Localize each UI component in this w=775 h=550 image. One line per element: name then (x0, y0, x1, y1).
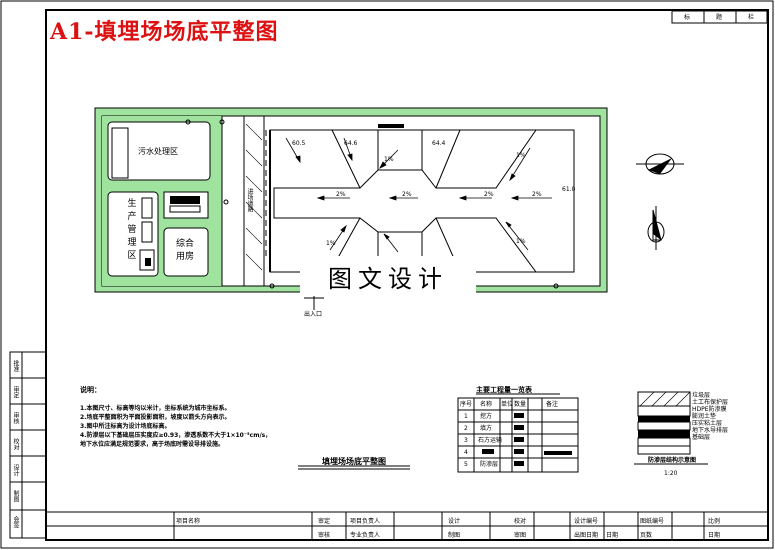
left-strip-label: 审核 (12, 412, 19, 424)
section-layer-labels: 垃圾层 土工布保护层 HDPE防渗膜 膨润土垫 压实粘土层 地下水导排层 基础层 (692, 392, 729, 441)
title-block-cell: 日期 (606, 532, 619, 539)
note-line: 地下水位应满足规范要求，高于场底时需设导排设施。 (80, 441, 225, 448)
title-block-cell: 页数 (640, 532, 653, 539)
sewage-zone-label: 污水处理区 (138, 147, 178, 156)
title-block-cell: 制图 (448, 532, 461, 539)
left-signature-strip (9, 351, 47, 539)
slope-label: 1% (516, 238, 526, 245)
slope-label: 2% (532, 191, 542, 198)
table-cell: 2 (464, 425, 468, 432)
title-block-cell: 审核 (318, 532, 331, 539)
production-zone-label: 生产管理区 (127, 199, 137, 261)
title-block-cell: 图纸编号 (640, 518, 665, 525)
title-block-cell: 项目负责人 (350, 518, 381, 525)
table-header: 单位 (501, 401, 514, 408)
elevation-label: 64.6 (344, 140, 358, 147)
table-cell: 1 (464, 413, 468, 420)
table-cell: 5 (464, 461, 468, 468)
section-detail (634, 391, 708, 465)
left-strip-label: 审定 (12, 386, 19, 398)
table-header: 序号 (460, 401, 473, 408)
title-block-cell: 设计编号 (574, 518, 599, 525)
left-strip-label: 校对 (12, 438, 19, 450)
elevation-label: 61.0 (562, 186, 576, 193)
elevation-label: 60.5 (292, 140, 306, 147)
title-block-cell: 专业负责人 (350, 532, 381, 539)
road-label: 进场道路 (246, 188, 253, 212)
title-block-cell: 出图日期 (574, 532, 599, 539)
drawing-title: 填埋场场底平整图 (322, 457, 386, 466)
note-line: 3.图中所注标高为设计场底标高。 (80, 423, 171, 430)
page-title: A1-填埋场场底平整图 (50, 19, 279, 45)
title-block-cell: 校对 (514, 518, 527, 525)
north-arrow-icon (636, 153, 684, 250)
section-scale: 1:20 (664, 470, 678, 477)
table-cell: 挖方 (480, 413, 493, 420)
note-line: 4.防渗层以下基础层压实度应≥0.93，渗透系数不大于1×10⁻⁵cm/s， (80, 432, 272, 439)
table-cell: 石方运输 (478, 437, 503, 444)
inner-frame (45, 9, 769, 541)
slope-label: 2% (336, 191, 346, 198)
quantity-table-title: 主要工程量一览表 (476, 386, 532, 394)
table-header: 数量 (514, 401, 527, 408)
title-block-cell: 审定 (318, 518, 331, 525)
complex-building-label: 综合用房 (176, 239, 195, 262)
section-caption: 防渗层结构示意图 (648, 457, 697, 464)
table-cell: 填方 (480, 425, 493, 432)
title-block (46, 511, 768, 540)
top-right-box (671, 10, 768, 24)
title-block-cell: 审图 (514, 532, 527, 539)
top-right-cell: 栏 (748, 14, 755, 21)
slope-label: 1% (326, 240, 336, 247)
title-block-cell: 比例 (708, 518, 721, 525)
table-header: 名称 (480, 401, 493, 408)
gate-label: 出入口 (304, 311, 323, 318)
elevation-label: 64.4 (432, 140, 446, 147)
title-block-cell: 日期 (708, 532, 721, 539)
left-strip-label: 会签 (12, 516, 19, 528)
slope-label: 2% (402, 191, 412, 198)
quantity-table (457, 393, 579, 473)
table-header: 备注 (546, 401, 559, 408)
slope-label: 1% (516, 152, 526, 159)
table-cell: 3 (464, 437, 468, 444)
watermark: 图文设计 (300, 256, 476, 296)
left-strip-label: 制图 (12, 490, 19, 502)
top-right-cell: 题 (716, 14, 723, 21)
title-block-cell: 设计 (448, 518, 461, 525)
note-line: 2.场底平整面积为平面投影面积，坡度以箭头方向表示。 (80, 414, 231, 421)
table-cell: 防渗层 (480, 461, 499, 468)
slope-label: 1% (384, 156, 394, 163)
slope-label: 2% (484, 191, 494, 198)
top-right-cell: 标 (684, 14, 691, 21)
notes-title: 说明： (80, 386, 101, 394)
left-strip-label: 设计 (12, 464, 19, 476)
note-line: 1.本图尺寸、标高等均以米计，坐标系统为城市坐标系。 (80, 405, 231, 412)
table-cell: 4 (464, 449, 468, 456)
notes-body: 1.本图尺寸、标高等均以米计，坐标系统为城市坐标系。 2.场底平整面积为平面投影… (80, 404, 271, 449)
title-block-cell: 项目名称 (176, 518, 201, 525)
left-strip-label: 批准 (12, 360, 19, 372)
